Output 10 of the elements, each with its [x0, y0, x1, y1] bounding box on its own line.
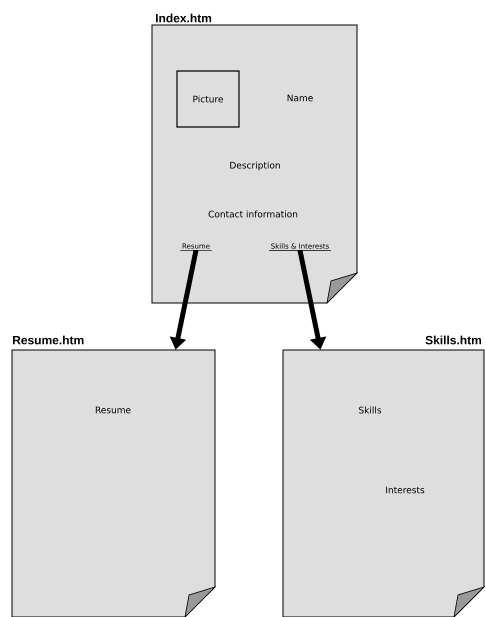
- page-title: Index.htm: [156, 14, 212, 22]
- page-text: Name: [288, 94, 313, 102]
- page-title: Resume.htm: [13, 336, 84, 344]
- page-title: Skills.htm: [425, 336, 482, 344]
- page-text: Interests: [386, 486, 424, 494]
- page-text: Description: [230, 162, 280, 170]
- page-text: Resume: [96, 406, 131, 414]
- page-text: Contact information: [208, 210, 298, 218]
- page-text: Skills: [359, 406, 382, 414]
- picture-box: Picture: [176, 70, 240, 128]
